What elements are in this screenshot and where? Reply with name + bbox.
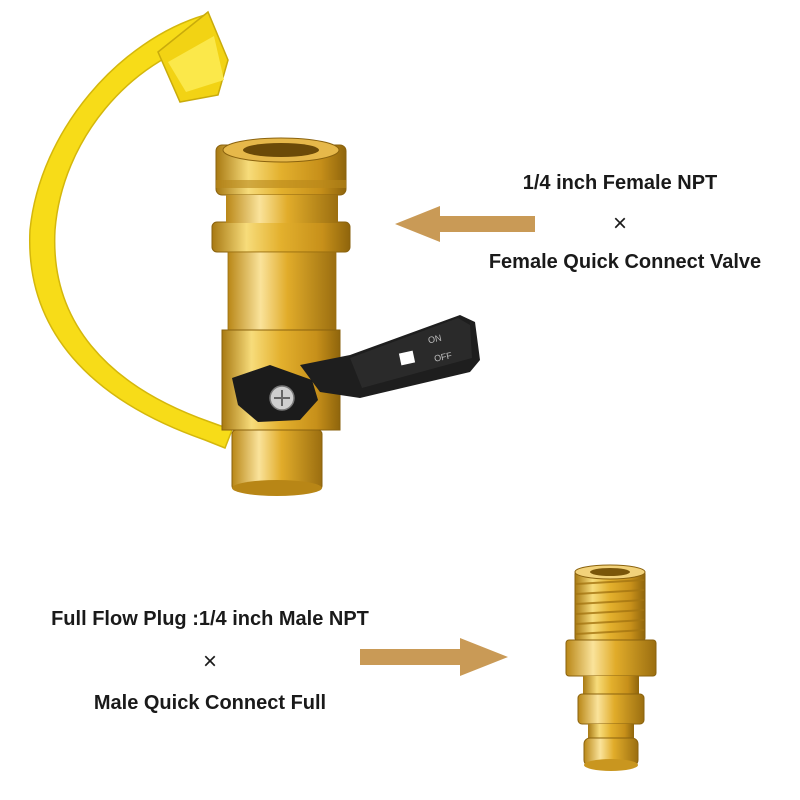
valve-lever <box>232 315 480 422</box>
top-spec-line1: 1/4 inch Female NPT <box>522 172 718 194</box>
arrow-left-icon <box>395 206 535 242</box>
bottom-spec-cross: × <box>202 648 217 675</box>
top-spec-line2: Female Quick Connect Valve <box>488 251 762 273</box>
dust-cap-strap <box>29 10 233 449</box>
bottom-spec-line1: Full Flow Plug :1/4 inch Male NPT <box>51 608 369 630</box>
top-spec-cross: × <box>612 210 627 237</box>
female-quick-connect-valve <box>211 137 351 496</box>
bottom-spec-line2: Male Quick Connect Full <box>93 692 327 714</box>
male-quick-connect-plug <box>565 564 657 771</box>
arrow-right-icon <box>360 638 508 676</box>
